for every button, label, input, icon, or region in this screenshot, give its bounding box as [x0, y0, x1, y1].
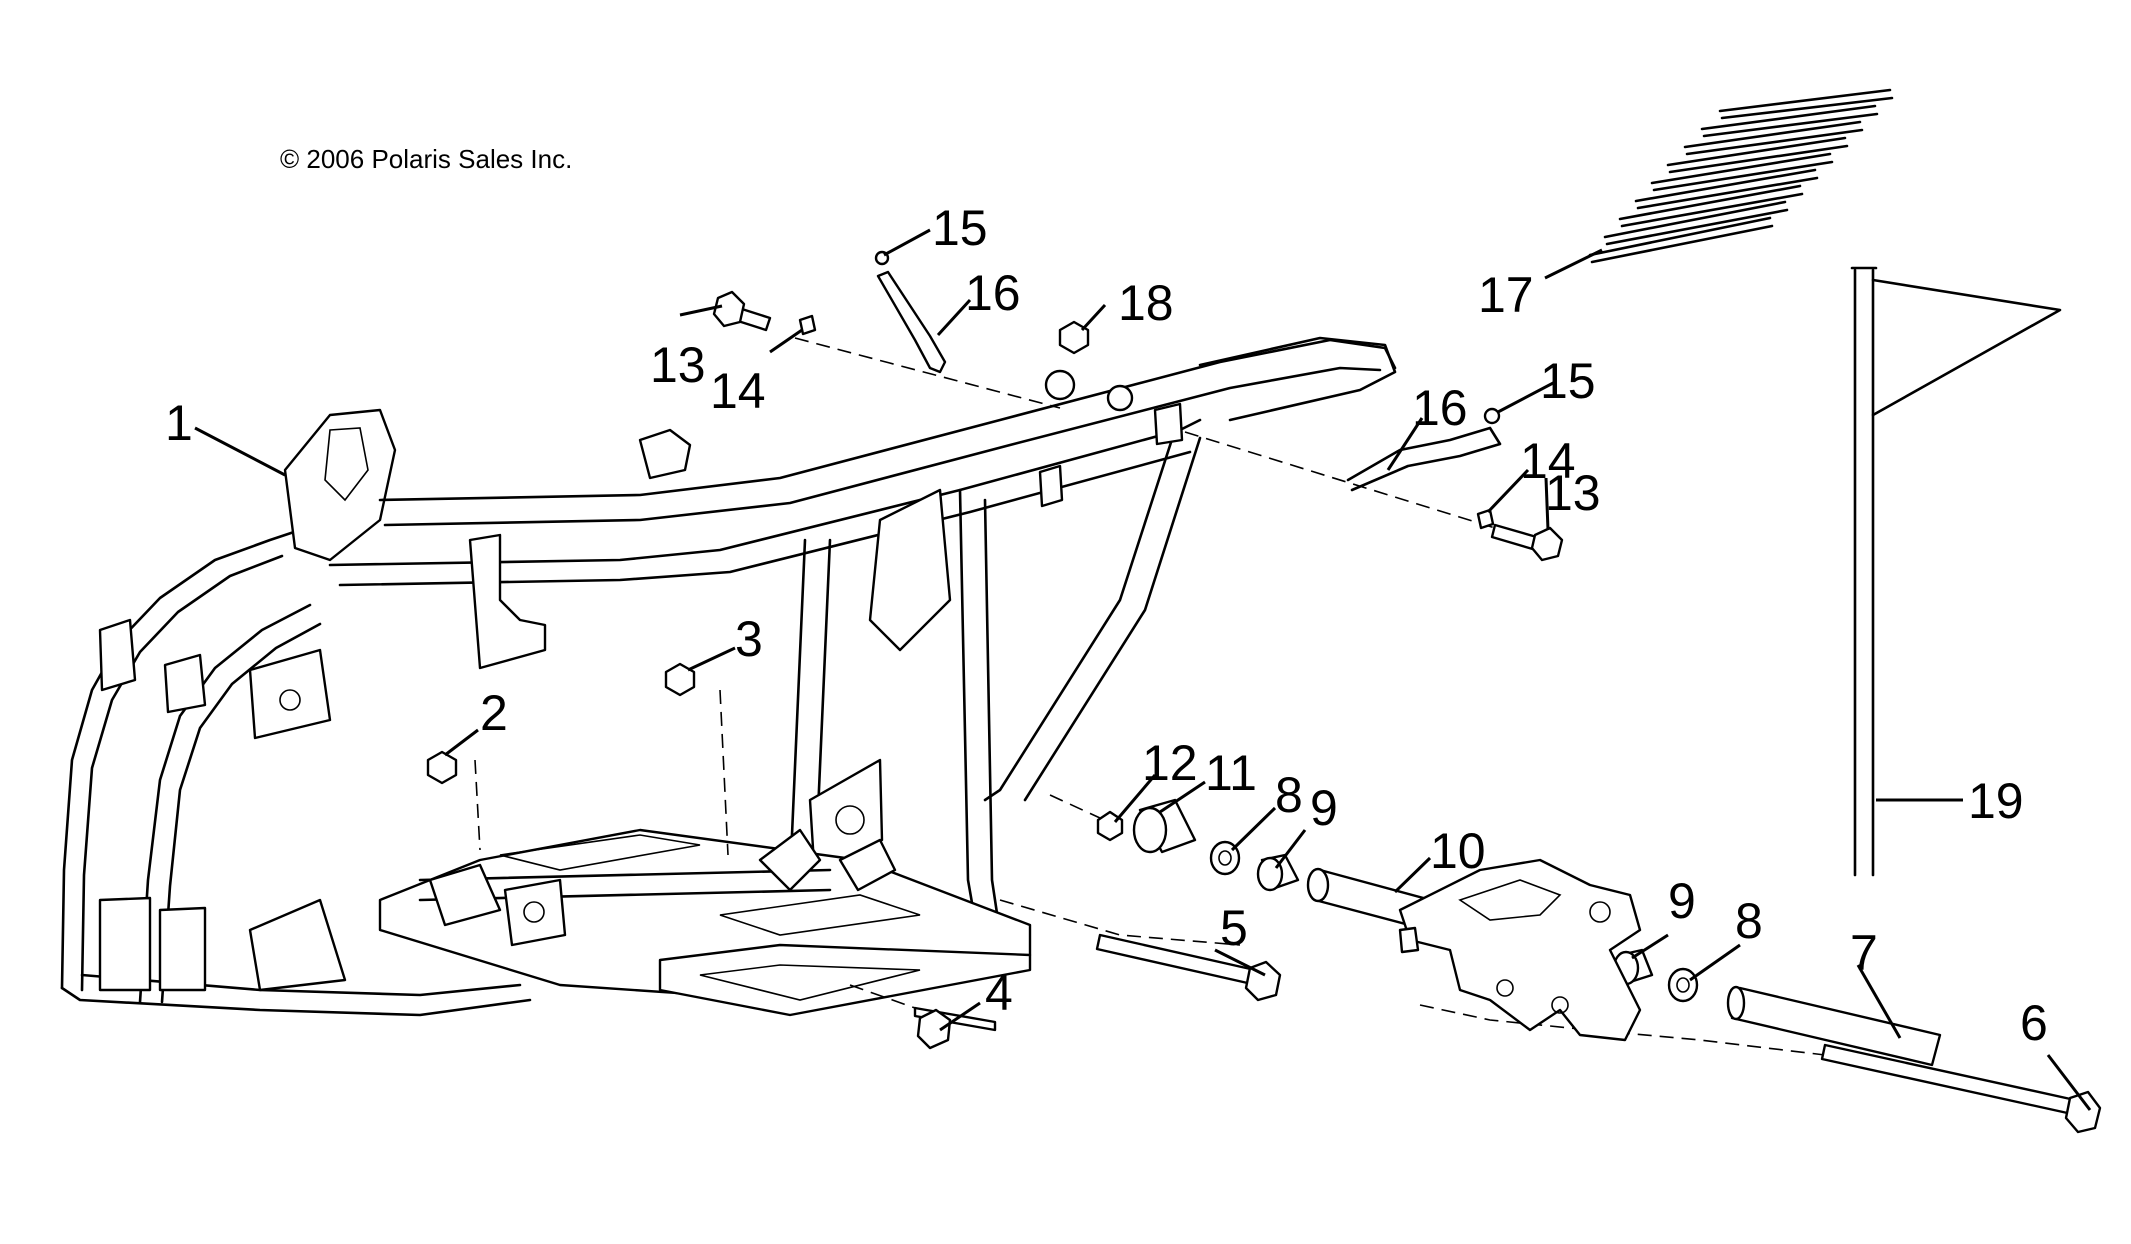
part-14-washer-left	[798, 314, 817, 336]
part-18-nut	[1058, 320, 1090, 355]
part-13-bolt-right	[1490, 523, 1564, 562]
callout-13-right: 13	[1545, 465, 1601, 521]
callout-1: 1	[165, 395, 193, 451]
callout-15-left: 15	[932, 200, 988, 256]
callout-16-right: 16	[1412, 380, 1468, 436]
callout-14-right: 14	[1520, 433, 1576, 489]
callout-3: 3	[735, 611, 763, 667]
part-8-washer-right	[1667, 967, 1699, 1003]
assembly-guide-lines	[474, 337, 1826, 1056]
callout-17: 17	[1478, 267, 1534, 323]
part-16-strap-right	[1346, 426, 1502, 492]
callout-9-left: 9	[1310, 780, 1338, 836]
callout-8-left: 8	[1275, 767, 1303, 823]
frame-drawing	[60, 336, 1397, 1017]
part-7-sleeve	[1726, 985, 1942, 1067]
part-14-washer-right	[1476, 508, 1495, 530]
part-4-bolt	[913, 1006, 997, 1050]
part-5-long-bolt	[1095, 933, 1282, 1002]
callout-9-right: 9	[1668, 873, 1696, 929]
callout-2: 2	[480, 685, 508, 741]
callout-11: 11	[1205, 745, 1257, 801]
part-15-nut-right	[1483, 407, 1501, 425]
callout-16-left: 16	[965, 265, 1021, 321]
part-6-long-bolt	[1820, 1043, 2102, 1134]
part-9-bushing-left	[1256, 853, 1300, 892]
leader-lines	[194, 228, 2092, 1111]
callout-18: 18	[1118, 275, 1174, 331]
part-17-decal-strips	[1588, 88, 1894, 264]
callout-15-right: 15	[1540, 353, 1596, 409]
callout-8-right: 8	[1735, 893, 1763, 949]
part-13-bolt-left	[712, 290, 772, 332]
part-19-flag	[1850, 266, 2062, 877]
copyright-text: © 2006 Polaris Sales Inc.	[280, 144, 572, 174]
callout-14-left: 14	[710, 363, 766, 419]
part-16-strap-left	[876, 270, 947, 374]
part-2-nut	[426, 750, 458, 785]
part-11-bushing	[1132, 798, 1197, 854]
callout-labels: 1 2 3 4 5 6 7 8 8 9 9 10 11 12 13 13 14 …	[165, 200, 2048, 1051]
callout-10: 10	[1430, 823, 1486, 879]
part-3-nut	[664, 662, 696, 697]
callout-6: 6	[2020, 995, 2048, 1051]
callout-4: 4	[985, 965, 1013, 1021]
callout-12: 12	[1142, 735, 1198, 791]
callout-7: 7	[1850, 925, 1878, 981]
callout-19: 19	[1968, 773, 2024, 829]
part-10-swing-arm	[1306, 858, 1642, 1042]
callout-13-left: 13	[650, 337, 706, 393]
callout-5: 5	[1220, 900, 1248, 956]
